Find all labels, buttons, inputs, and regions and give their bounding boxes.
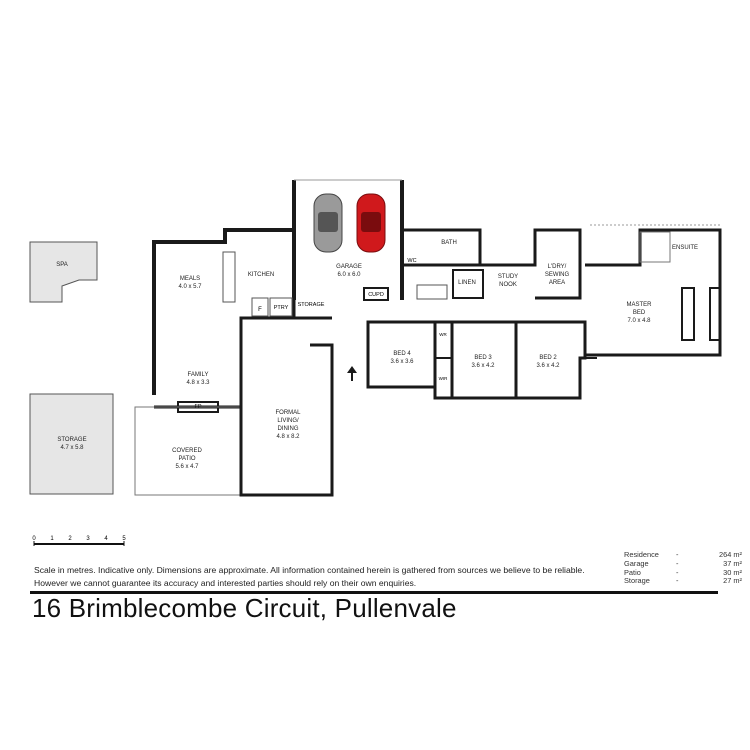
f-label: F: [258, 307, 262, 313]
storage-label: STORAGE: [298, 302, 325, 308]
area-value: 264 m²: [718, 550, 742, 559]
area-value: 30 m²: [723, 567, 742, 577]
scale-tick-label: 3: [86, 536, 90, 542]
scale-tick-label: 4: [104, 536, 108, 542]
scale-tick-label: 5: [122, 536, 126, 542]
scale-tick-label: 0: [32, 536, 36, 542]
fp-label: FP: [194, 404, 201, 410]
storage-outbuilding: [29, 393, 114, 495]
area-row: Residence-264 m²: [624, 550, 742, 559]
scale-tick-label: 2: [68, 536, 72, 542]
area-row: Patio-30 m²: [624, 567, 742, 577]
area-label: Patio: [624, 567, 641, 577]
room-label-ensuite: ENSUITE: [672, 245, 698, 251]
plan-walls: [29, 179, 722, 497]
divider-rule: [30, 591, 718, 594]
wir-label: WIR: [439, 376, 448, 381]
area-value: 37 m²: [723, 558, 742, 568]
wr-label: WR: [439, 332, 447, 337]
spa-outline: [29, 241, 98, 303]
room-label-linen: LINEN: [458, 280, 476, 286]
area-value: 27 m²: [723, 576, 742, 586]
ptry-label: PTRY: [274, 305, 289, 311]
scale-bar: 0 1 2 3 4 5: [32, 536, 126, 546]
area-label: Residence: [624, 550, 659, 559]
room-label-bath: BATH: [441, 240, 457, 246]
room-label-spa: SPA: [56, 262, 68, 268]
wc-label: WC: [407, 258, 416, 264]
scale-tick-label: 1: [50, 536, 54, 542]
area-row: Storage-27 m²: [624, 576, 742, 586]
property-address: 16 Brimblecombe Circuit, Pullenvale: [32, 593, 457, 623]
area-label: Storage: [624, 576, 650, 586]
area-row: Garage-37 m²: [624, 558, 742, 568]
disclaimer-text: Scale in metres. Indicative only. Dimens…: [34, 565, 585, 588]
cupd-label: CUPD: [368, 292, 384, 298]
area-label: Garage: [624, 558, 649, 568]
room-label-kitchen: KITCHEN: [248, 272, 274, 278]
area-summary: Residence-264 m² Garage-37 m² Patio-30 m…: [624, 550, 742, 586]
garage-cars: [313, 193, 386, 253]
